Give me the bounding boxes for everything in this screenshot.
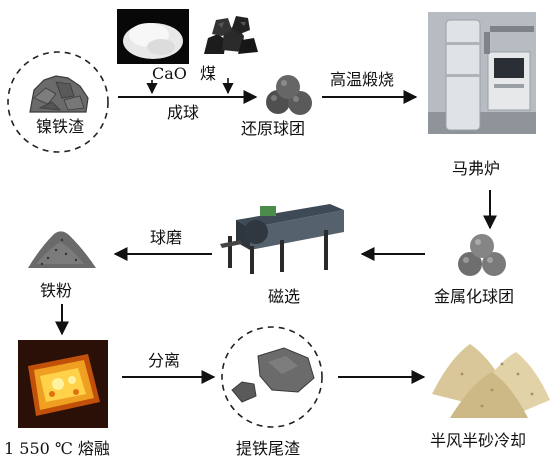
reduced-pellets-image (266, 75, 312, 115)
label-cao: CaO (152, 64, 187, 83)
label-high-temp-calcination: 高温煅烧 (330, 70, 395, 89)
slag-rock-image (29, 75, 89, 113)
label-ball-milling: 球磨 (150, 228, 183, 247)
label-tailings: 提铁尾渣 (236, 439, 301, 458)
muffle-furnace-image (428, 12, 536, 134)
label-melting: 1 550 ℃ 熔融 (4, 439, 110, 458)
label-muffle-furnace: 马弗炉 (452, 159, 501, 178)
metallized-pellets-image (458, 234, 506, 276)
label-reduced-pellets: 还原球团 (241, 119, 306, 138)
label-slag: 镍铁渣 (36, 117, 85, 136)
molten-melting-image (18, 340, 108, 428)
label-semi-steel-slag: 半风半砂冷却 (430, 431, 527, 450)
label-coal: 煤 (200, 64, 217, 83)
label-pelletizing: 成球 (167, 103, 200, 122)
tailings-dashed-circle (221, 326, 323, 428)
magnetic-separator-image (220, 196, 354, 276)
cao-powder-image (117, 9, 189, 64)
tailings-rock-image (231, 347, 315, 403)
iron-powder-image (28, 231, 96, 268)
label-separation: 分离 (148, 351, 181, 370)
sand-pile-image (432, 344, 550, 418)
slag-dashed-circle (7, 51, 109, 153)
label-magnetic-separation: 磁选 (268, 287, 301, 306)
label-iron-powder: 铁粉 (40, 281, 73, 300)
label-metallized-pellets: 金属化球团 (434, 287, 515, 306)
coal-image (204, 16, 258, 54)
